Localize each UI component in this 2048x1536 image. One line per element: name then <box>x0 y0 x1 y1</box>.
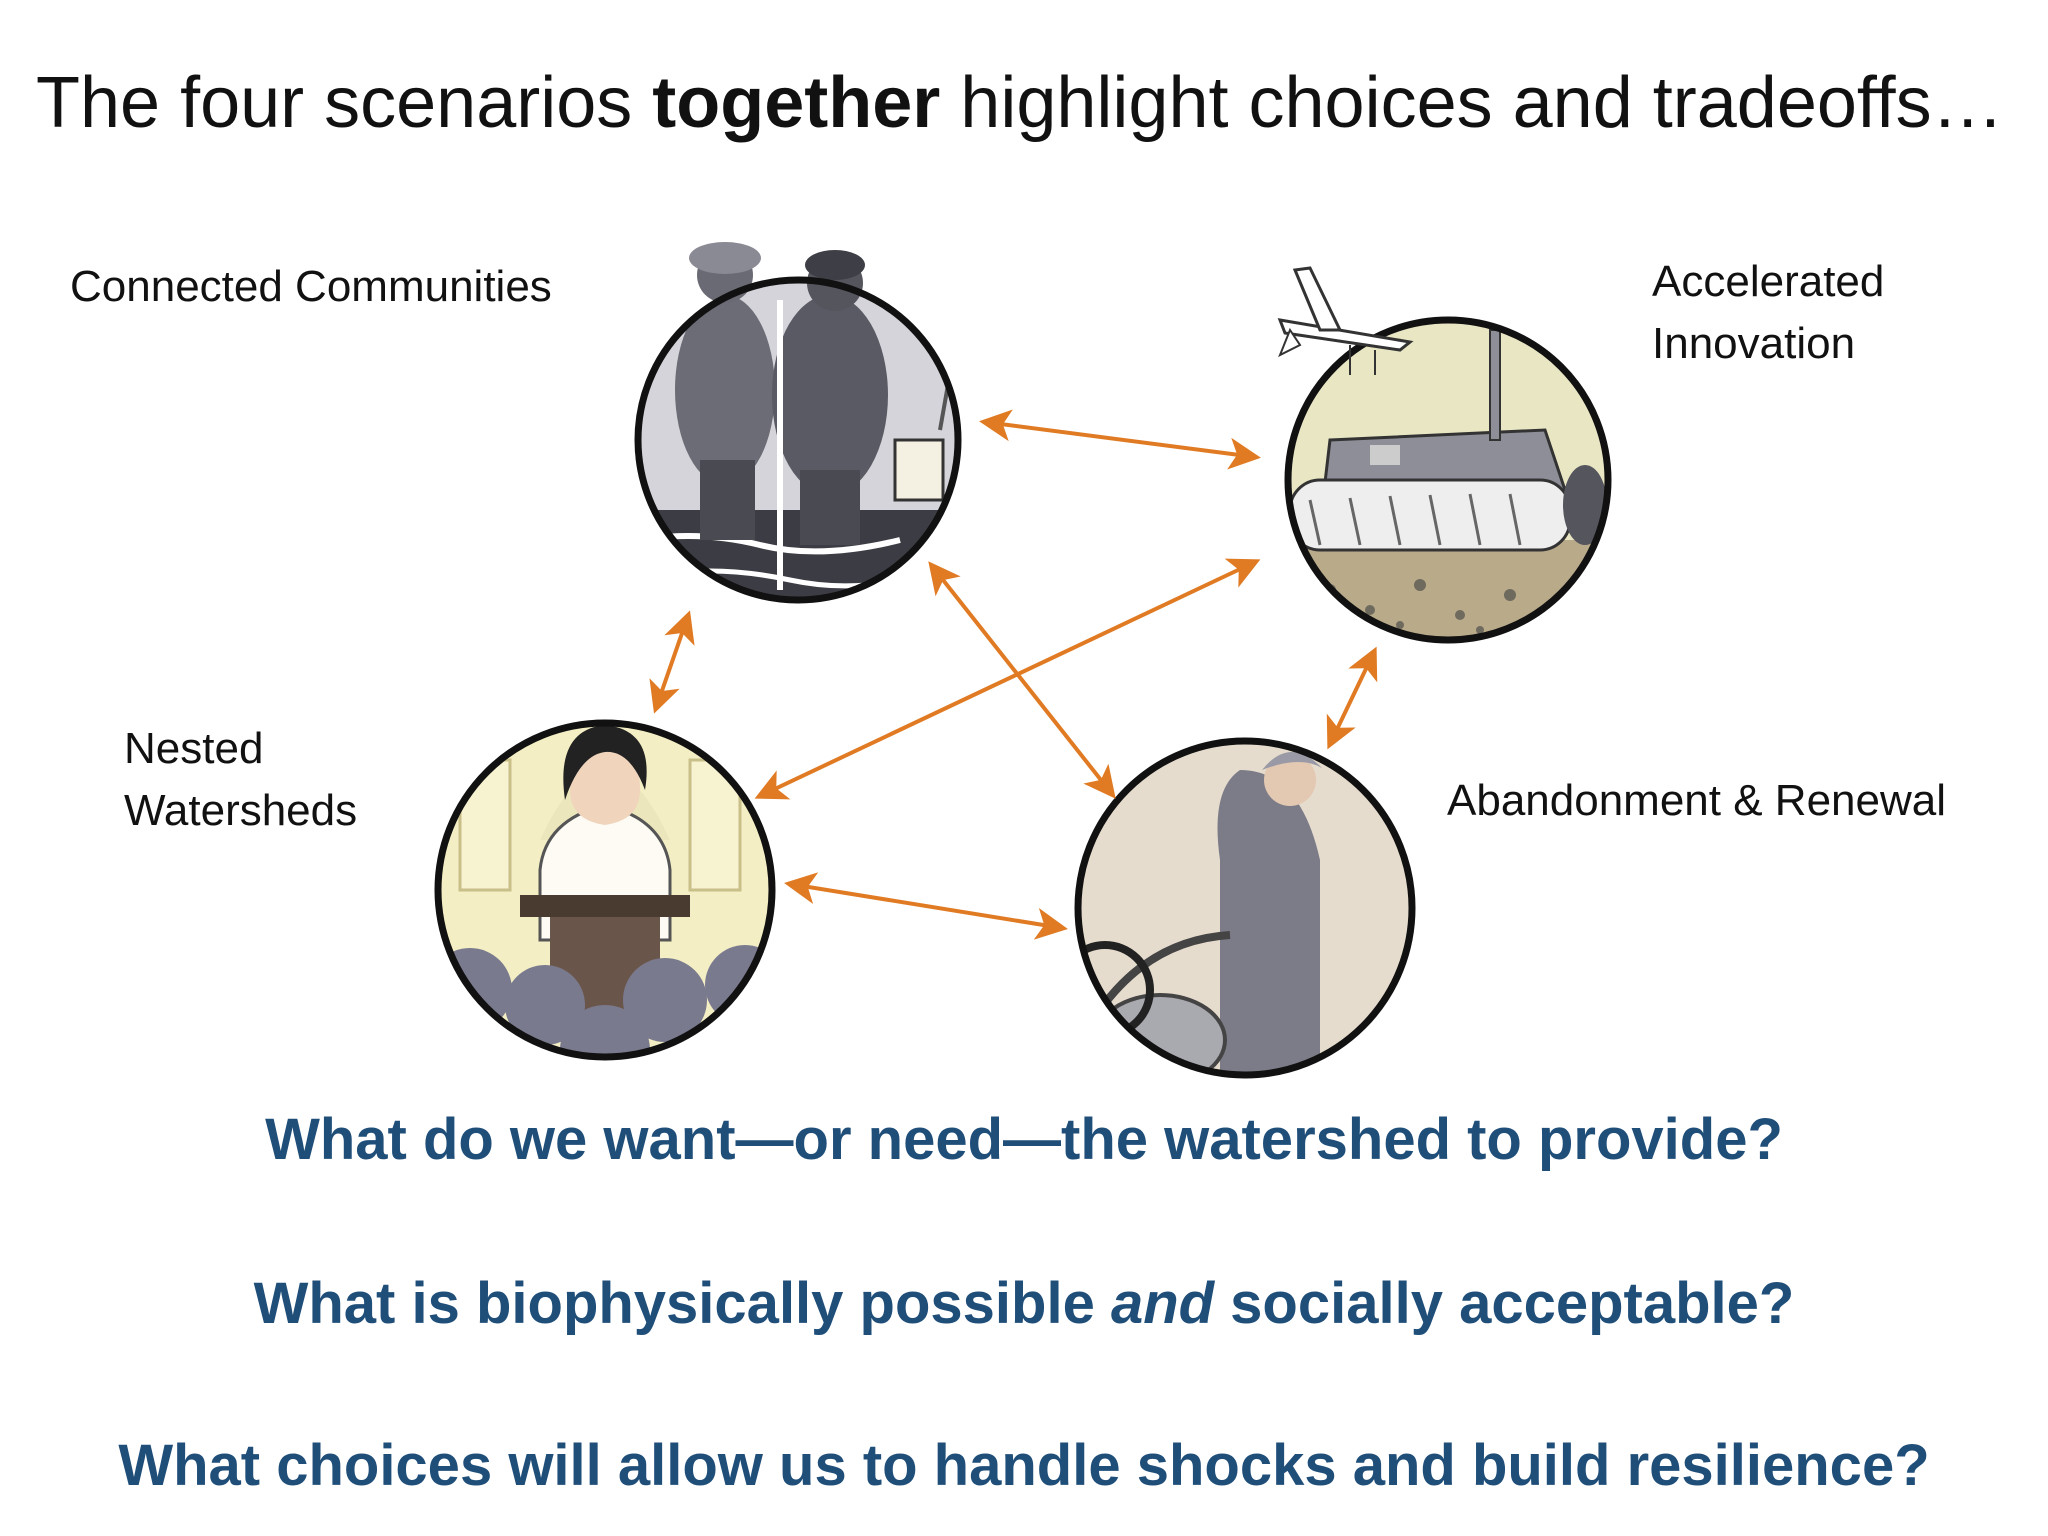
tradeoff-arrows <box>649 409 1378 940</box>
drone-icon <box>1277 266 1414 375</box>
label-nested-watersheds-line1: Nested <box>124 724 264 773</box>
question-2: What is biophysically possible and socia… <box>0 1270 2048 1337</box>
label-accelerated-innovation-line2: Innovation <box>1652 319 1856 368</box>
label-abandonment-renewal-line1: Abandonment & Renewal <box>1447 776 1946 825</box>
connected-communities-illustration <box>634 242 962 604</box>
accelerated-innovation-illustration <box>1277 266 1612 644</box>
question-2-part2: socially acceptable? <box>1214 1271 1795 1336</box>
arrow-nested-abandonment <box>784 872 1068 940</box>
label-accelerated-innovation-line1: Accelerated <box>1652 257 1885 306</box>
title-suffix: highlight choices and tradeoffs… <box>940 63 2004 143</box>
label-abandonment-renewal: Abandonment & Renewal <box>1447 770 1946 832</box>
abandonment-renewal-illustration <box>1074 737 1416 1079</box>
title-prefix: The four scenarios <box>36 63 653 143</box>
question-2-emphasis: and <box>1110 1271 1215 1336</box>
arrow-connected-nested <box>649 610 695 714</box>
question-3: What choices will allow us to handle sho… <box>118 1433 1930 1498</box>
label-connected-communities-line1: Connected Communities <box>70 262 552 311</box>
arrow-accelerated-nested <box>754 558 1261 800</box>
arrow-connected-accelerated <box>979 409 1261 470</box>
question-2-part1: What is biophysically possible <box>253 1271 1111 1336</box>
question-1: What do we want—or need—the watershed to… <box>265 1107 1783 1172</box>
arrow-accelerated-abandonment <box>1326 646 1378 750</box>
label-nested-watersheds-line2: Watersheds <box>124 786 358 835</box>
label-connected-communities: Connected Communities <box>70 256 552 318</box>
nested-watersheds-illustration <box>434 719 776 1061</box>
arrow-connected-abandonment <box>928 561 1116 799</box>
title-emphasis: together <box>652 63 941 143</box>
slide-title: The four scenarios together highlight ch… <box>36 62 2026 144</box>
